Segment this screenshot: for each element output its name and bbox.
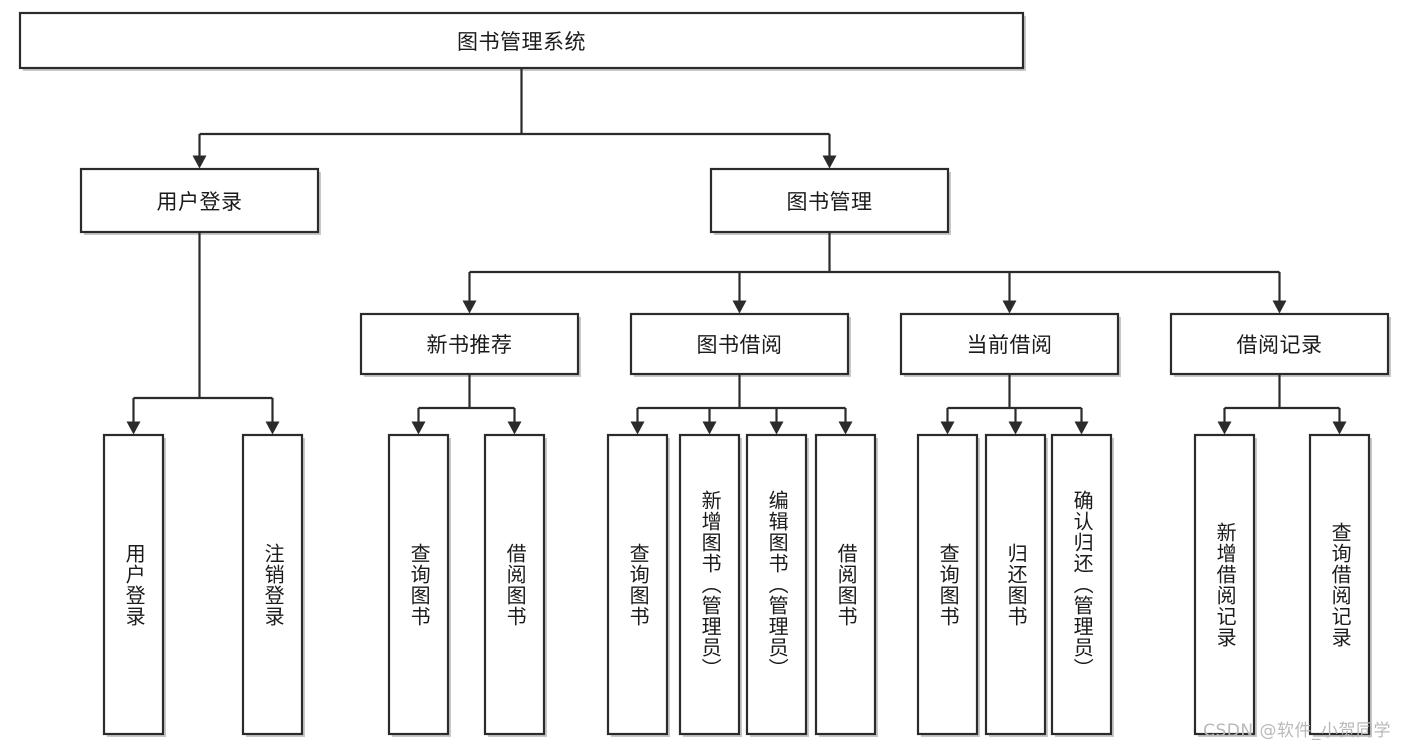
node-box-leaf-borrow-lend[interactable]	[814, 433, 877, 736]
node-box-new-book-rec[interactable]	[359, 312, 580, 376]
node-box-leaf-cur-query[interactable]	[916, 433, 979, 736]
node-box-leaf-rec-query[interactable]	[387, 433, 450, 736]
node-box-leaf-rec-add[interactable]	[1193, 433, 1256, 736]
node-box-book-borrow[interactable]	[629, 312, 850, 376]
node-box-leaf-borrow-query[interactable]	[606, 433, 669, 736]
node-box-leaf-rec-borrow[interactable]	[483, 433, 546, 736]
node-box-leaf-rec-search[interactable]	[1308, 433, 1371, 736]
node-rectangles	[18, 11, 1390, 736]
node-box-user-login[interactable]	[79, 167, 320, 234]
node-box-leaf-cur-return[interactable]	[984, 433, 1047, 736]
node-box-root[interactable]	[18, 11, 1025, 70]
node-box-leaf-user-logout[interactable]	[241, 433, 304, 736]
node-box-leaf-borrow-add[interactable]	[678, 433, 741, 736]
node-box-book-manage[interactable]	[709, 167, 950, 234]
node-box-current-borrow[interactable]	[899, 312, 1120, 376]
edge-connectors	[126, 68, 1347, 435]
node-box-borrow-record[interactable]	[1169, 312, 1390, 376]
node-box-leaf-cur-confirm[interactable]	[1050, 433, 1113, 736]
node-box-leaf-borrow-edit[interactable]	[745, 433, 808, 736]
node-box-leaf-user-login[interactable]	[102, 433, 165, 736]
